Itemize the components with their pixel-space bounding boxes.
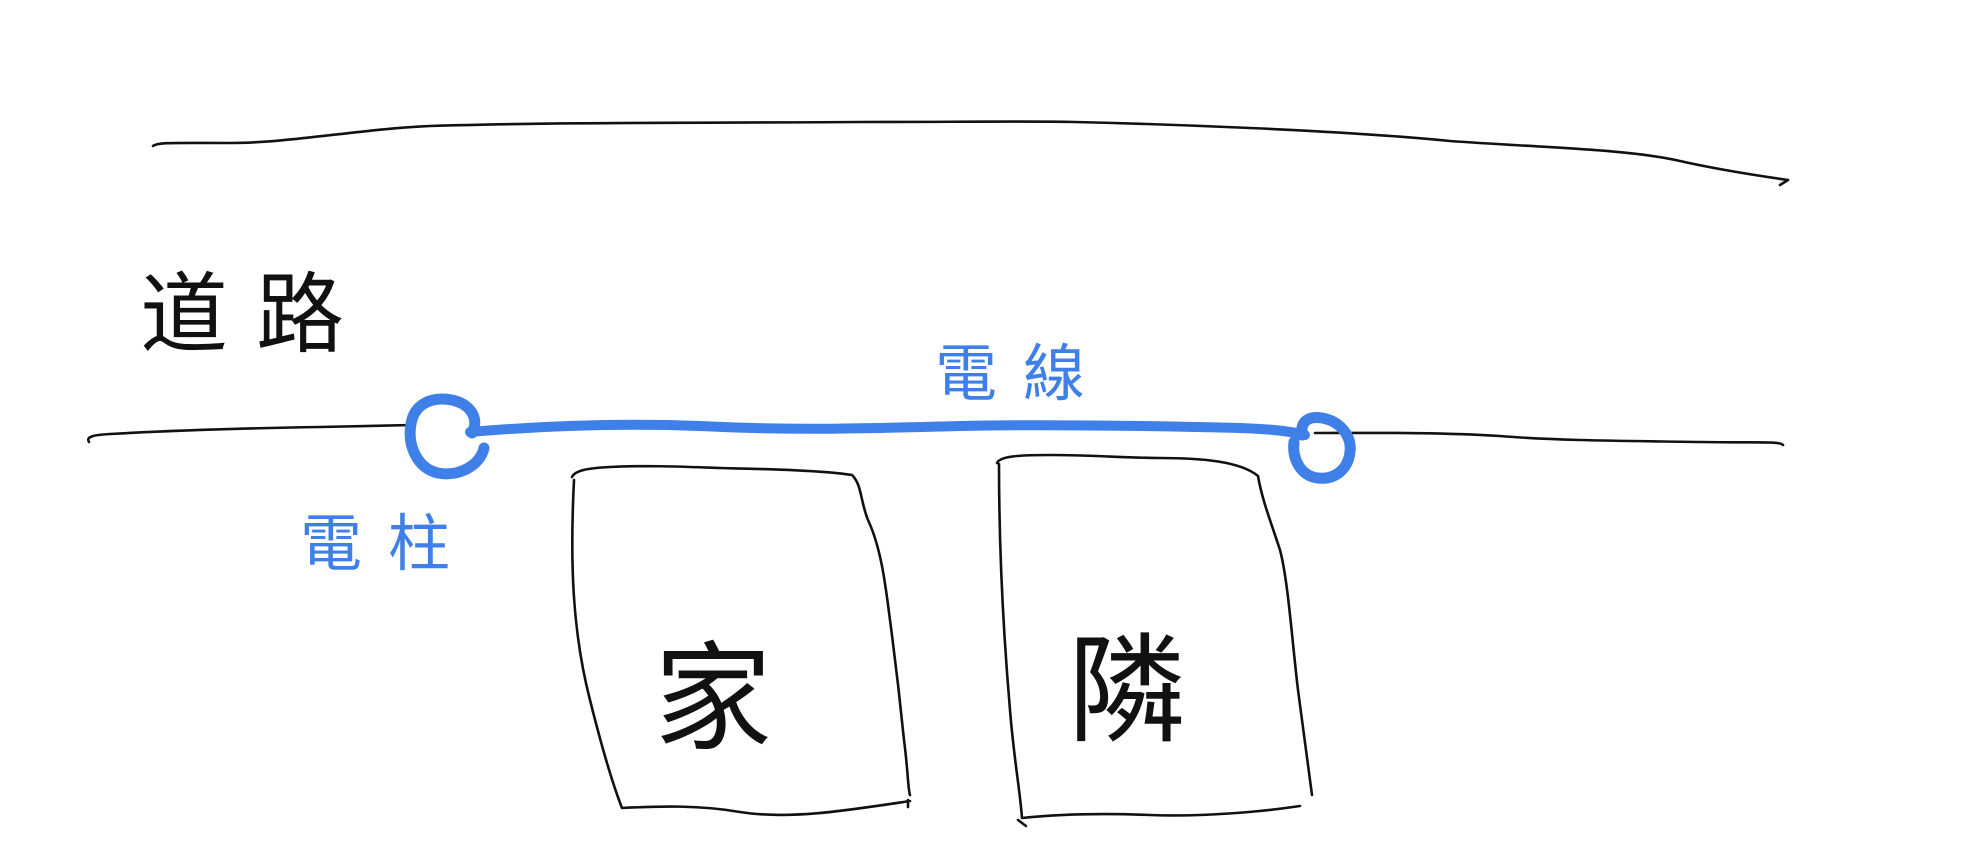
neighbor-house-label: 隣 (1068, 622, 1186, 760)
power-line-label: 電線 (935, 337, 1111, 410)
utility-pole-left (404, 393, 490, 480)
neighbor-house-outline (995, 453, 1314, 828)
my-house-outline (570, 464, 912, 817)
utility-pole-right (1288, 412, 1356, 484)
utility-pole-label: 電柱 (300, 507, 476, 580)
road-edge-far (151, 120, 1790, 187)
my-house-label: 家 (654, 630, 772, 768)
road-edge-near-right (1313, 431, 1785, 447)
road-label: 道路 (140, 263, 372, 366)
power-line (465, 419, 1310, 440)
road-edge-near (87, 423, 414, 444)
